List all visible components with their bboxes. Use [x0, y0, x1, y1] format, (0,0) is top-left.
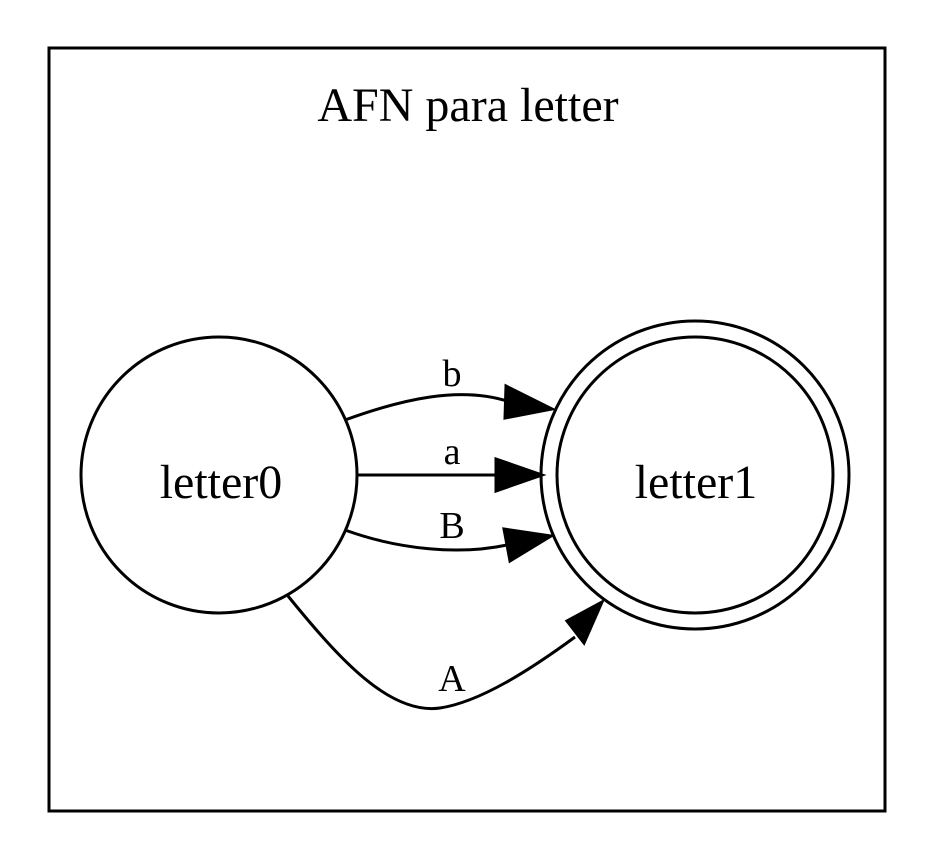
diagram-title: AFN para letter: [317, 79, 618, 132]
edge-b: b: [344, 353, 557, 422]
edge-arrowhead-A: [564, 598, 606, 646]
edge-label-b: b: [443, 353, 462, 395]
edge-A: A: [286, 595, 606, 711]
edge-line-B: [344, 528, 508, 552]
state-node-letter0: letter0: [79, 335, 359, 615]
edge-line-A: [286, 595, 576, 711]
state-label-letter1: letter1: [635, 456, 758, 509]
state-node-letter1: letter1: [539, 319, 851, 631]
edge-a: a: [358, 431, 547, 494]
state-label-letter0: letter0: [160, 456, 283, 509]
edge-arrowhead-a: [494, 456, 547, 494]
edge-line-b: [344, 393, 511, 422]
cluster-frame: [47, 46, 887, 813]
edge-arrowhead-b: [503, 383, 557, 420]
state-circle-letter0: [79, 335, 359, 615]
edge-label-B: B: [439, 505, 464, 547]
edge-label-A: A: [438, 658, 466, 700]
edge-label-a: a: [444, 431, 461, 473]
edge-arrowhead-B: [502, 527, 556, 564]
state-inner-circle-letter1: [555, 335, 835, 615]
edge-B: B: [344, 505, 556, 564]
